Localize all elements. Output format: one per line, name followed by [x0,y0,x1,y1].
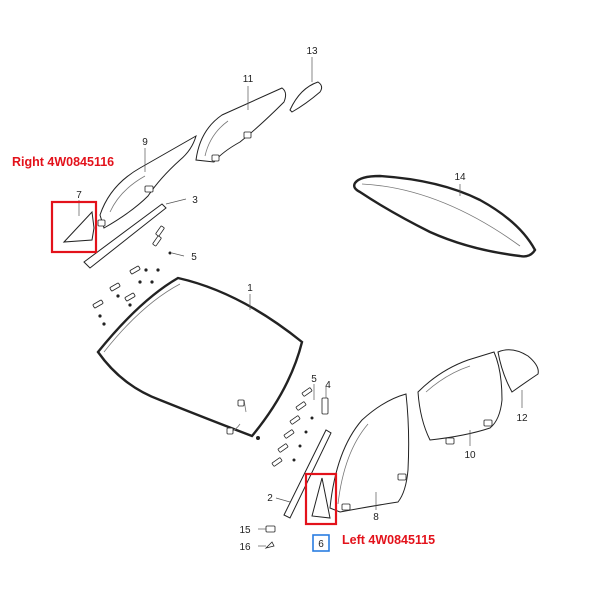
callout-10: 10 [464,450,476,461]
callout-14: 14 [454,172,466,183]
fastener-clips [92,265,160,326]
callout-5-lower: 5 [311,374,317,385]
callout-15: 15 [239,525,251,536]
highlight-box-part-6 [312,534,330,552]
annotation-right-part: Right 4W0845116 [12,155,115,169]
part-5-clips-lower [271,384,315,467]
part-9-glass [97,134,197,229]
part-10-door-glass [417,351,503,446]
highlight-box-right [50,200,98,254]
callout-12: 12 [516,413,528,424]
callout-5-upper: 5 [191,252,197,263]
part-1-windshield [96,276,304,440]
callout-13: 13 [306,46,318,57]
part-6-triangle-left [311,477,331,519]
part-12-quarter-glass [497,349,539,408]
callout-1: 1 [247,283,253,294]
part-16-fastener [258,541,275,549]
annotation-left-part: Left 4W0845115 [342,533,436,547]
callout-9: 9 [142,137,148,148]
highlight-box-left [304,472,338,526]
part-3-trim [83,198,187,269]
part-14-rear-window [352,174,537,258]
part-11-glass [195,86,287,163]
part-13-glass [289,57,323,113]
part-7-triangle-right [62,200,95,243]
callout-4: 4 [325,380,331,391]
part-4-strip [321,386,329,415]
callout-7: 7 [76,190,82,201]
callout-6: 6 [318,539,324,550]
part-5-clips-upper [152,225,185,257]
part-8-door-glass [329,393,410,513]
callout-16: 16 [239,542,251,553]
part-15-fastener [258,525,276,533]
callout-8: 8 [373,512,379,523]
callout-11: 11 [243,74,254,85]
callout-3: 3 [192,195,198,206]
callout-2: 2 [267,493,273,504]
